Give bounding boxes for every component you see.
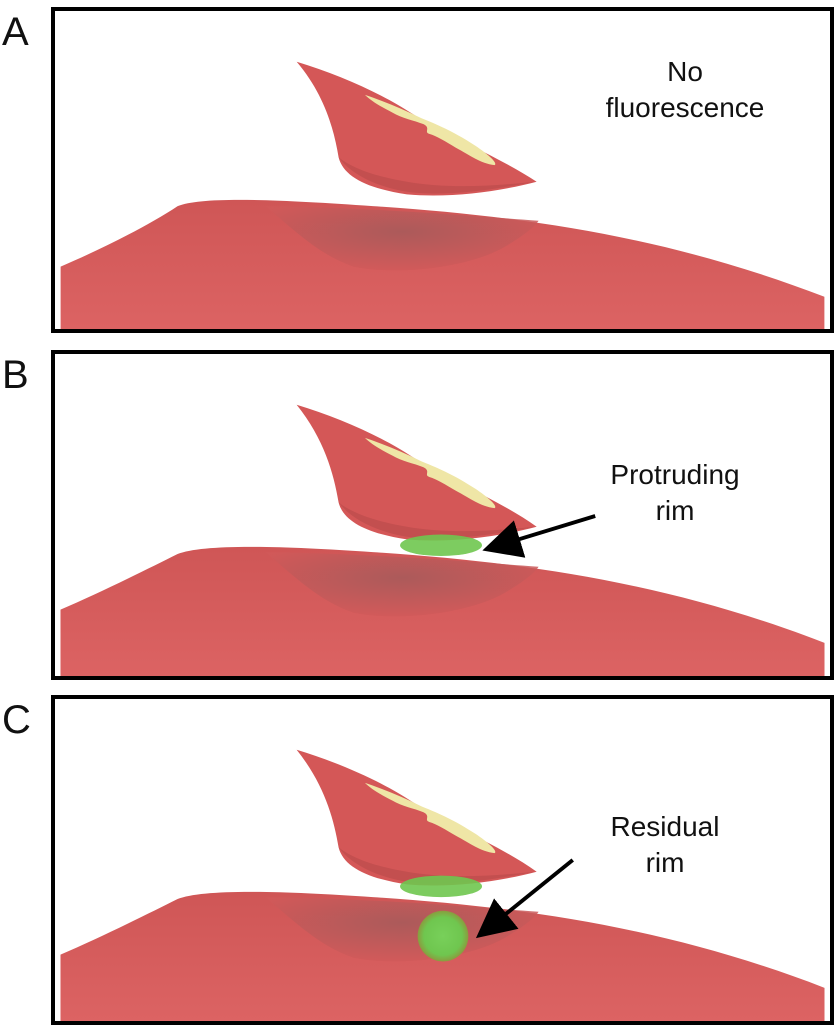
panel-a-illustration xyxy=(60,61,825,329)
specimen-shading xyxy=(338,502,535,539)
panel-letter-b: B xyxy=(2,353,29,397)
label-line-2: rim xyxy=(655,495,695,526)
label-protruding-rim: Protruding rim xyxy=(575,457,775,529)
resection-cavity xyxy=(265,552,539,617)
excised-specimen xyxy=(296,749,537,886)
panel-letter-a: A xyxy=(2,10,29,54)
tumor-core xyxy=(364,94,496,166)
protruding-rim-fluorescence xyxy=(400,534,483,556)
label-line-1: Protruding xyxy=(610,459,740,490)
panel-c-illustration xyxy=(60,749,825,1021)
excised-specimen xyxy=(296,61,537,196)
specimen-shading xyxy=(338,157,535,194)
label-line-1: No xyxy=(667,56,703,87)
label-line-2: rim xyxy=(645,847,685,878)
resection-cavity xyxy=(265,206,539,271)
specimen-rim-fluorescence xyxy=(400,875,483,898)
label-residual-rim: Residual rim xyxy=(575,809,755,881)
excised-specimen xyxy=(296,404,537,541)
panel-c: Residual rim xyxy=(51,695,834,1025)
specimen-shading xyxy=(338,847,535,884)
resection-cavity xyxy=(265,897,539,962)
tumor-core xyxy=(364,437,496,509)
callout-arrow xyxy=(482,514,596,558)
panel-b: Protruding rim xyxy=(51,350,834,680)
label-no-fluorescence: No fluorescence xyxy=(595,54,775,126)
panel-letter-c: C xyxy=(2,698,31,742)
callout-arrow xyxy=(475,858,574,939)
label-line-1: Residual xyxy=(610,811,720,842)
panel-b-illustration xyxy=(60,404,825,676)
residual-rim-fluorescence xyxy=(417,910,469,962)
panel-a: No fluorescence xyxy=(51,7,834,333)
tumor-core xyxy=(364,782,496,854)
label-line-2: fluorescence xyxy=(605,92,765,123)
